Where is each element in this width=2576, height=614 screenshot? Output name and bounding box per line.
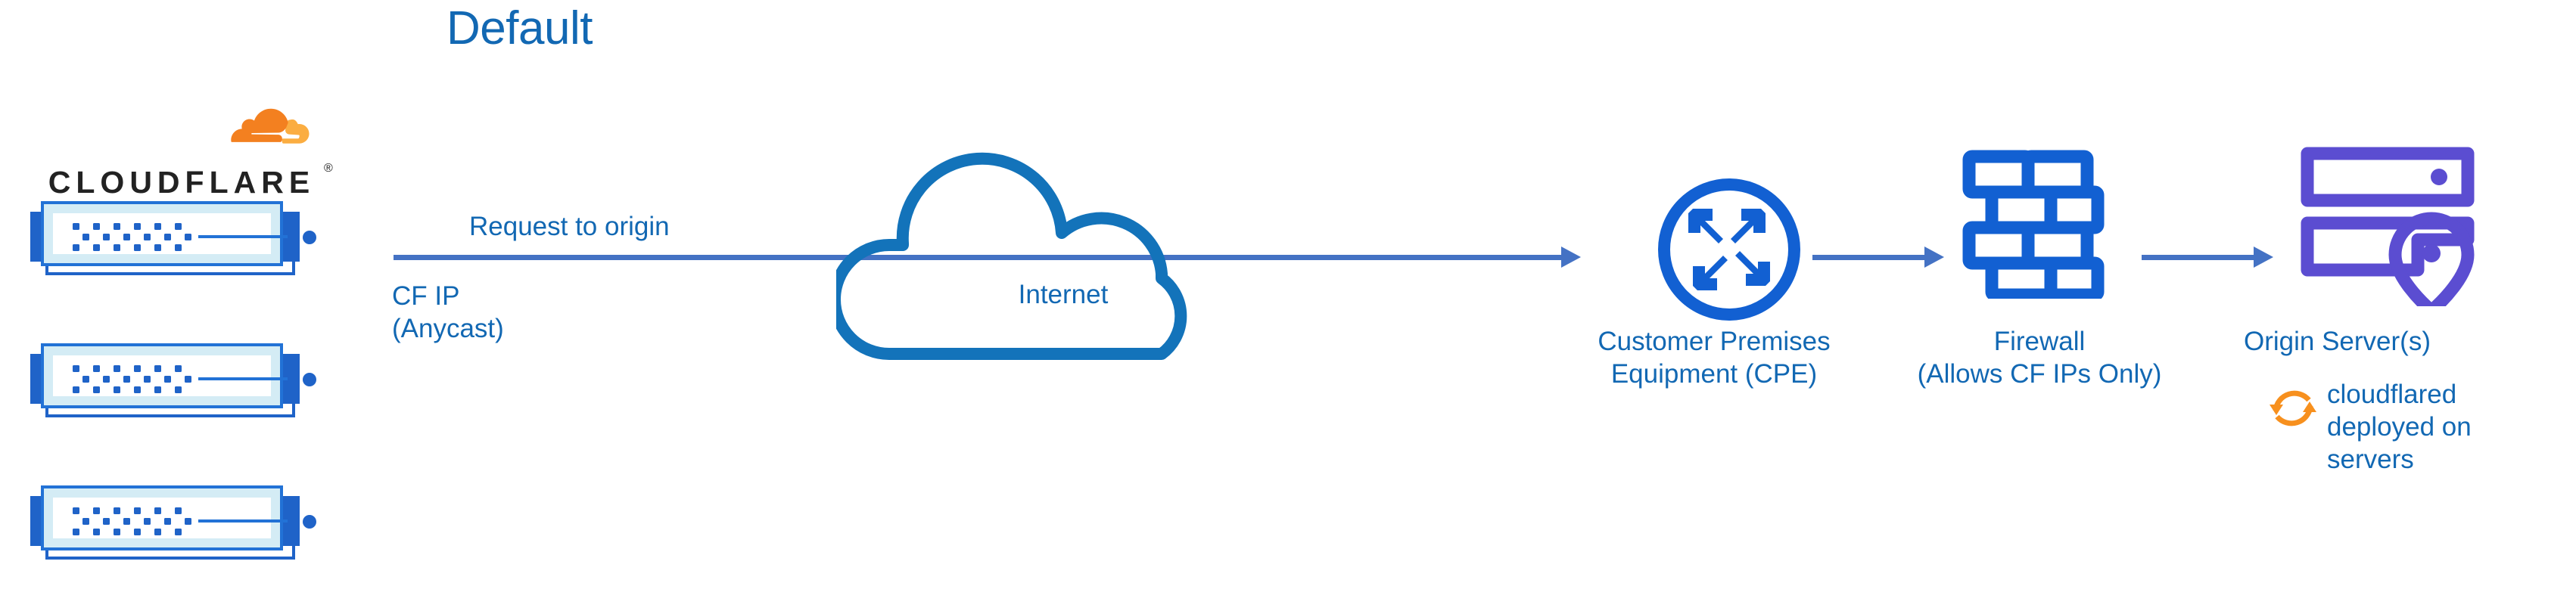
cpe-to-firewall-arrowhead bbox=[1924, 247, 1944, 268]
origin-server-pin-icon bbox=[2301, 147, 2475, 318]
cpe-to-firewall-arrow bbox=[1812, 255, 1926, 260]
request-to-origin-arrowhead bbox=[1561, 247, 1581, 268]
cf-ip-label-line1: CF IP bbox=[392, 281, 460, 311]
registered-trademark-icon: ® bbox=[324, 162, 333, 175]
cloudflare-edge-server bbox=[15, 197, 318, 280]
rack-face bbox=[53, 355, 316, 396]
cpe-label-line1: Customer Premises bbox=[1598, 327, 1831, 356]
firewall-label-line1: Firewall bbox=[1993, 327, 2086, 356]
cloudflared-note: cloudflared deployed on servers bbox=[2327, 378, 2576, 476]
cloudflared-sync-icon bbox=[2266, 382, 2319, 439]
rack-body bbox=[41, 343, 316, 408]
firewall-node bbox=[1960, 147, 2111, 302]
cloudflare-edge-server bbox=[15, 339, 318, 422]
firewall-to-origin-arrow bbox=[2142, 255, 2255, 260]
internet-cloud-node: Internet bbox=[829, 112, 1290, 361]
rack-led-icon bbox=[303, 231, 316, 244]
cloudflared-note-line3: servers bbox=[2327, 445, 2414, 474]
cf-ip-label-line2: (Anycast) bbox=[392, 314, 504, 343]
origin-server-node bbox=[2297, 140, 2486, 318]
internet-cloud-icon bbox=[829, 152, 1187, 360]
cloudflare-logo: CLOUDFLARE ® bbox=[23, 97, 341, 200]
cpe-label: Customer Premises Equipment (CPE) bbox=[1540, 325, 1888, 390]
rack-led-icon bbox=[303, 373, 316, 386]
firewall-label: Firewall (Allows CF IPs Only) bbox=[1865, 325, 2214, 390]
brick-wall-icon bbox=[1962, 150, 2105, 302]
internet-label: Internet bbox=[1018, 280, 1109, 309]
rack-led-icon bbox=[303, 515, 316, 529]
origin-server-label: Origin Server(s) bbox=[2244, 327, 2431, 356]
cloudflare-edge-server bbox=[15, 481, 318, 564]
rack-face bbox=[53, 213, 316, 254]
firewall-label-line2: (Allows CF IPs Only) bbox=[1917, 359, 2162, 389]
rack-body bbox=[41, 485, 316, 550]
router-four-arrows-icon bbox=[1658, 178, 1800, 321]
rack-status-line bbox=[198, 377, 288, 380]
firewall-to-origin-arrowhead bbox=[2254, 247, 2273, 268]
cpe-label-line2: Equipment (CPE) bbox=[1610, 359, 1818, 389]
rack-status-line bbox=[198, 235, 288, 238]
rack-face bbox=[53, 498, 316, 538]
cloudflare-cloud-icon bbox=[231, 108, 310, 144]
cloudflare-wordmark: CLOUDFLARE bbox=[48, 165, 316, 200]
request-to-origin-label: Request to origin bbox=[469, 212, 670, 241]
cloudflared-note-line2: deployed on bbox=[2327, 412, 2472, 442]
request-to-origin-arrow bbox=[394, 255, 1563, 260]
page-title: Default bbox=[446, 2, 593, 54]
cpe-node bbox=[1654, 174, 1805, 329]
cloudflared-note-line1: cloudflared bbox=[2327, 380, 2457, 409]
rack-body bbox=[41, 201, 316, 266]
rack-status-line bbox=[198, 519, 288, 523]
